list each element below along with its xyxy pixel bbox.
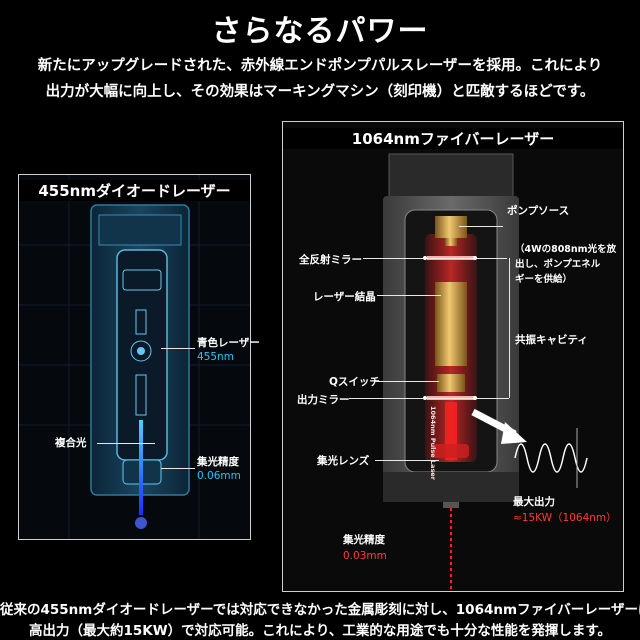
- footer-line-2: 高出力（最大約15KW）で対応可能。これにより、工業的な用途でも十分な性能を発揮…: [29, 623, 611, 639]
- intro-line-2: 出力が大幅に向上し、その効果はマーキングマシン（刻印機）と匹敵するほどです。: [45, 84, 595, 100]
- fiber-panel-title: 1064nmファイバーレーザー: [283, 128, 623, 149]
- total-reflect-mirror-label: 全反射ミラー: [299, 254, 362, 266]
- diode-focus-label: 集光精度: [197, 456, 239, 468]
- output-mirror-label: 出力ミラー: [297, 394, 350, 406]
- pump-note: （4Wの808nm光を放 出し、ポンプエネル ギーを供給）: [515, 242, 616, 287]
- q-switch-leader: [375, 381, 439, 382]
- pump-note-line-1: （4Wの808nm光を放: [515, 244, 617, 255]
- output-mirror-dot-right: [473, 396, 477, 400]
- condenser-lens-label: 集光レンズ: [317, 455, 370, 467]
- resonance-bracket: [509, 258, 510, 398]
- composite-light-label: 複合光: [55, 437, 87, 449]
- total-reflect-leader: [363, 258, 507, 259]
- blue-laser-label: 青色レーザー: [197, 337, 260, 349]
- fiber-laser-panel: 1064nmファイバーレーザー ポンプソース （4Wの808nm光を放 出し、ポ…: [282, 121, 624, 592]
- diode-module-illustration: [19, 175, 250, 539]
- condenser-leader: [375, 460, 439, 461]
- intro-line-1: 新たにアップグレードされた、赤外線エンドポンプパルスレーザーを採用。これにより: [37, 58, 603, 74]
- diode-focus-value: 0.06mm: [197, 470, 241, 482]
- fiber-focus-value: 0.03mm: [343, 550, 387, 562]
- diode-panel-title: 455nmダイオードレーザー: [19, 180, 250, 201]
- output-mirror-leader: [349, 398, 509, 399]
- tube-pulse-text: 1064nm Pulse Laser: [429, 406, 437, 480]
- pump-note-line-2: 出し、ポンプエネル: [515, 259, 601, 270]
- fiber-focus-label: 集光精度: [343, 534, 385, 546]
- total-reflect-dot-right: [473, 256, 477, 260]
- composite-leader: [97, 443, 155, 444]
- crystal-leader: [377, 295, 441, 296]
- fiber-laser-cutaway-illustration: [383, 153, 588, 590]
- pump-note-line-3: ギーを供給）: [515, 274, 573, 285]
- max-output-label: 最大出力: [513, 496, 555, 508]
- pump-leader: [459, 226, 503, 227]
- max-output-value: ≈15KW（1064nm）: [513, 512, 617, 524]
- resonance-cavity-label: 共振キャビティ: [515, 334, 588, 346]
- blue-laser-value: 455nm: [197, 351, 234, 363]
- diode-laser-panel: 455nmダイオードレーザー 青色レーザー 455nm 複合光 集光精度 0.0…: [18, 174, 260, 540]
- footer-line-1: 従来の455nmダイオードレーザーでは対応できなかった金属彫刻に対し、1064n…: [0, 602, 640, 618]
- focus-leader: [161, 468, 195, 469]
- q-switch-label: Qスイッチ: [329, 376, 380, 388]
- total-reflect-dot: [423, 256, 427, 260]
- blue-label-leader: [161, 348, 195, 349]
- page-title: さらなるパワー: [211, 14, 429, 49]
- output-mirror-dot: [423, 396, 427, 400]
- pump-source-label: ポンプソース: [507, 205, 570, 217]
- laser-crystal-label: レーザー結晶: [313, 291, 376, 303]
